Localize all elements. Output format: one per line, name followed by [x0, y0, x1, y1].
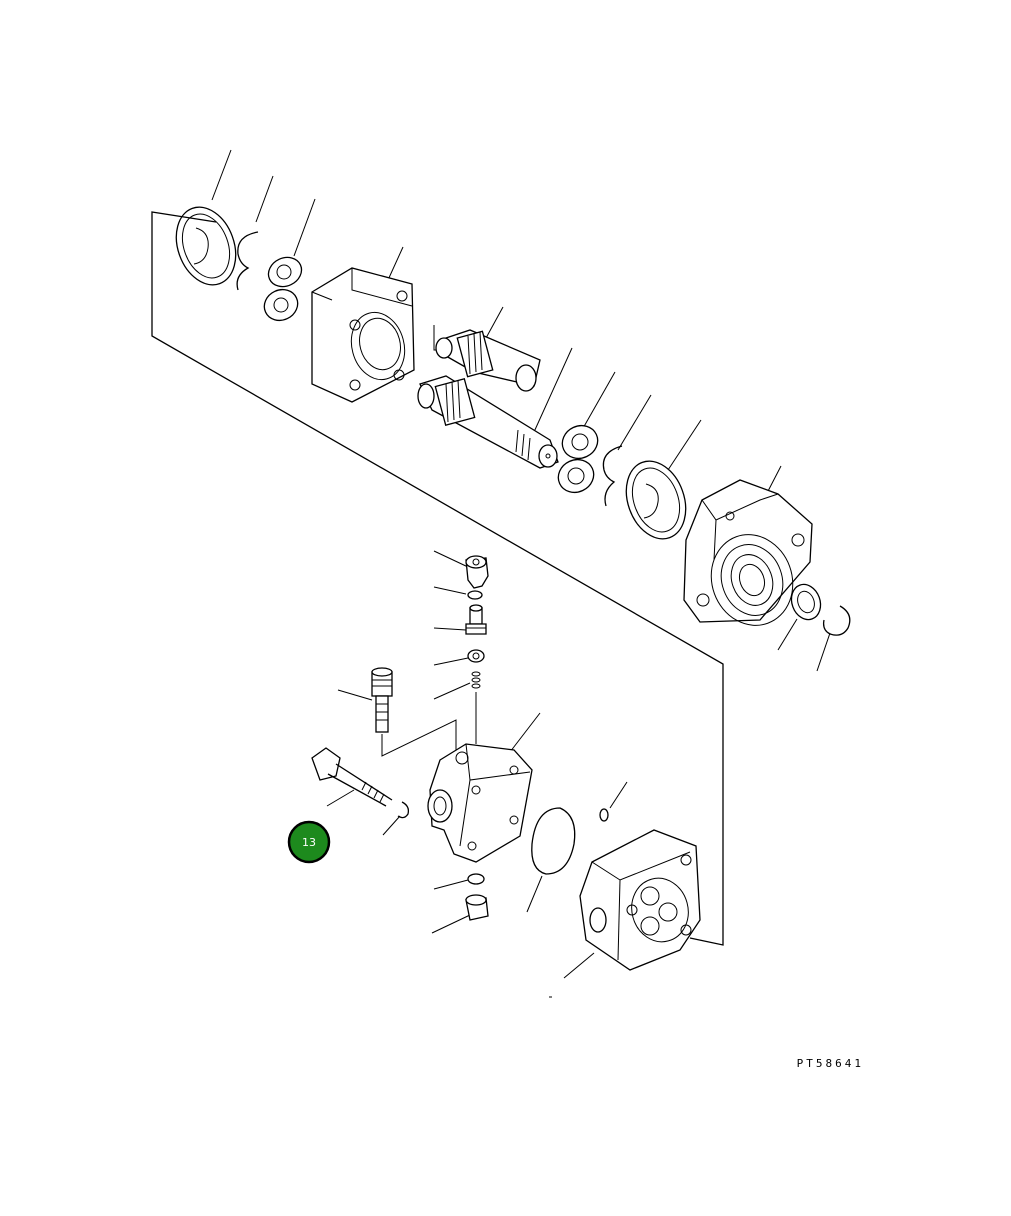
o-ring-small-2 — [467, 873, 485, 885]
callout-13-badge[interactable]: 13 — [287, 820, 331, 864]
valve-spool — [465, 604, 487, 635]
valve-spring — [471, 671, 481, 744]
rear-gear-housing — [579, 829, 701, 971]
o-ring-small-1 — [467, 590, 483, 600]
top-gasket-ring — [175, 206, 237, 286]
relief-valve-cartridge — [371, 667, 393, 733]
callout-13-number: 13 — [302, 836, 316, 849]
assembly-frame-lines — [151, 211, 724, 946]
leader-lines — [211, 149, 831, 998]
middle-gasket-ring — [625, 460, 687, 540]
dowel-pin — [599, 808, 609, 822]
valve-plug-top — [465, 555, 489, 589]
bottom-plug — [465, 894, 489, 921]
snap-ring — [822, 605, 851, 636]
valve-seat — [467, 649, 485, 663]
callout-13-circle[interactable] — [287, 820, 331, 864]
top-wire-clip — [236, 231, 259, 291]
valve-body-cover — [427, 743, 533, 863]
reference-code: PT58641 — [797, 1057, 864, 1070]
oil-seal — [790, 583, 822, 621]
middle-wire-clip — [602, 445, 623, 507]
through-bolt — [311, 747, 393, 807]
upper-gear-shaft — [435, 329, 541, 392]
bolt-washer — [397, 801, 410, 819]
lower-gear-shaft — [417, 375, 559, 469]
large-o-ring — [531, 807, 576, 875]
top-housing-block — [311, 267, 415, 403]
top-backup-plate — [263, 256, 303, 322]
front-flange-housing — [683, 479, 813, 626]
middle-backup-plate — [557, 424, 599, 494]
